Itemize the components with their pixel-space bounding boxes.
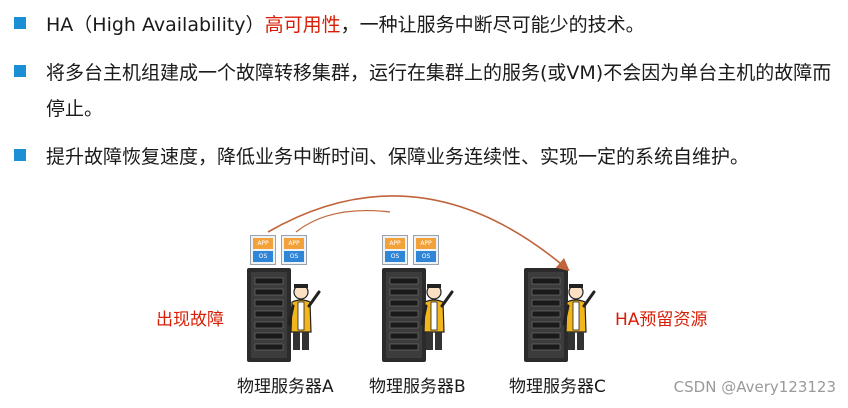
- server-rack-c-icon: [523, 267, 569, 363]
- admin-b-icon: [420, 282, 454, 352]
- vm-chip-a1-icon: APP OS: [250, 235, 276, 265]
- vm-os-label: OS: [416, 251, 436, 262]
- server-c-caption: 物理服务器C: [509, 377, 606, 397]
- bullet-square-icon: [14, 65, 26, 77]
- admin-c-icon: [562, 282, 596, 352]
- vm-app-label: APP: [385, 238, 405, 249]
- bullet-recovery-speed: 提升故障恢复速度，降低业务中断时间、保障业务连续性、实现一定的系统自维护。: [14, 139, 834, 175]
- vm-os-label: OS: [253, 251, 273, 262]
- bullet-text: 提升故障恢复速度，降低业务中断时间、保障业务连续性、实现一定的系统自维护。: [46, 146, 750, 168]
- server-rack-b-icon: [381, 267, 427, 363]
- watermark: CSDN @Avery123123: [673, 378, 836, 396]
- vm-chip-b2-icon: APP OS: [413, 235, 439, 265]
- migration-arrow-icon: [267, 195, 570, 272]
- admin-a-icon: [287, 282, 321, 352]
- vm-chip-b1-icon: APP OS: [382, 235, 408, 265]
- vm-chip-a2-icon: APP OS: [281, 235, 307, 265]
- ha-reserve-label: HA预留资源: [615, 310, 708, 330]
- bullet-failover-cluster: 将多台主机组建成一个故障转移集群，运行在集群上的服务(或VM)不会因为单台主机的…: [14, 55, 834, 127]
- bullet-square-icon: [14, 17, 26, 29]
- bullet-text: HA（High Availability）高可用性，一种让服务中断尽可能少的技术…: [46, 7, 834, 43]
- ha-highlight: 高可用性: [264, 14, 341, 36]
- vm-app-label: APP: [284, 238, 304, 249]
- bullet-text: 将多台主机组建成一个故障转移集群，运行在集群上的服务(或VM)不会因为单台主机的…: [46, 62, 832, 120]
- ha-term: HA（High Availability）: [46, 14, 265, 36]
- bullet-ha-definition: HA（High Availability）高可用性，一种让服务中断尽可能少的技术…: [14, 7, 834, 43]
- vm-os-label: OS: [284, 251, 304, 262]
- vm-app-label: APP: [416, 238, 436, 249]
- bullet-square-icon: [14, 149, 26, 161]
- server-rack-a-icon: [246, 267, 292, 363]
- server-a-caption: 物理服务器A: [237, 377, 334, 397]
- fault-label: 出现故障: [156, 310, 224, 330]
- ha-description: ，一种让服务中断尽可能少的技术。: [340, 14, 645, 36]
- migration-arrow-tail: [295, 209, 391, 233]
- vm-os-label: OS: [385, 251, 405, 262]
- server-b-caption: 物理服务器B: [369, 377, 466, 397]
- vm-app-label: APP: [253, 238, 273, 249]
